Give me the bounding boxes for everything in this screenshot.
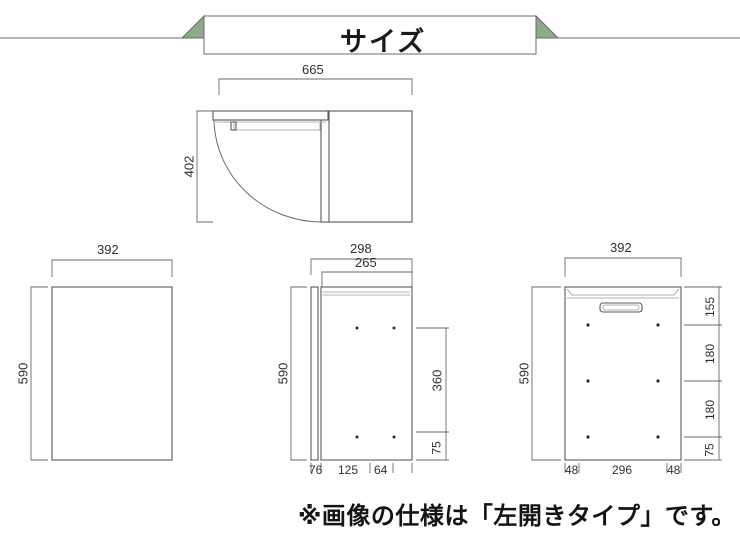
side-elevation-inner-width-dimension: 265 [355,255,377,270]
top-plan-view-lines [196,78,413,223]
top-plan-width-dimension: 665 [302,62,324,77]
side-elevation-bottom-dimension-1: 76 [309,463,323,477]
front-elevation-lines [531,257,722,473]
front-elevation-right-dimension-4: 75 [702,443,717,457]
left-elevation-height-dimension: 590 [15,362,31,385]
left-elevation-width-dimension: 392 [97,242,119,257]
front-elevation-height-dimension: 590 [516,362,532,385]
side-elevation-upper-right-dimension: 360 [429,369,445,392]
side-elevation-bottom-dimension-3: 64 [374,463,388,477]
front-elevation-right-dimension-3: 180 [703,399,718,421]
front-elevation-bottom-dimension-1: 48 [565,463,579,477]
page-title: サイズ [340,27,427,57]
banner-group [0,14,740,55]
side-elevation-bottom-dimension-2: 125 [338,463,359,477]
side-elevation-lines [290,258,449,473]
front-elevation-bottom-dimension-3: 48 [667,463,681,477]
front-elevation-bottom-dimension-2: 296 [612,463,633,477]
left-elevation-lines [30,259,173,461]
top-plan-depth-dimension: 402 [181,155,197,178]
door-type-caption: ※画像の仕様は「左開きタイプ」です。 [298,503,736,530]
front-elevation-width-dimension: 392 [610,240,632,255]
side-elevation-outer-width-dimension: 298 [350,241,372,256]
front-elevation-right-dimension-2: 180 [703,343,718,365]
side-elevation-lower-right-dimension: 75 [429,441,444,455]
front-elevation-right-dimension-1: 155 [703,296,718,318]
side-elevation-height-dimension: 590 [275,362,291,385]
